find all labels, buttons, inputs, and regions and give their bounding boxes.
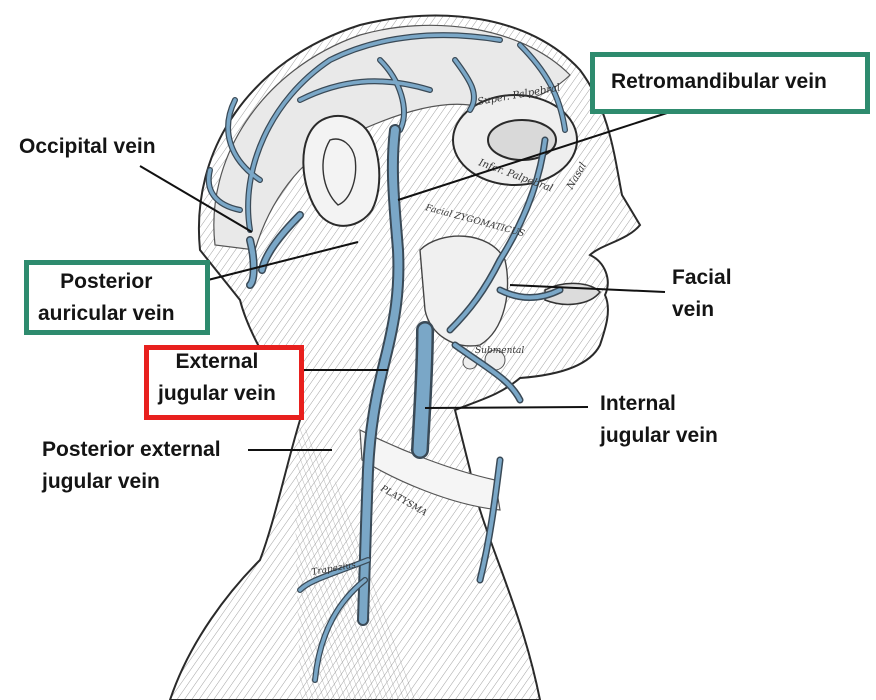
label-posterior-external-jugular-vein: Posterior external jugular vein bbox=[42, 438, 221, 493]
leader-facial bbox=[509, 284, 666, 293]
posterior-auricular-highlight-box bbox=[24, 260, 210, 335]
leader-lines bbox=[139, 111, 671, 451]
label-occipital-vein: Occipital vein bbox=[19, 135, 156, 158]
label-posterior-auricular-vein: Posterior auricular vein bbox=[38, 270, 175, 325]
masseter bbox=[419, 235, 509, 347]
label-retromandibular-vein: Retromandibular vein bbox=[611, 70, 827, 93]
platysma bbox=[359, 428, 501, 511]
vein-network bbox=[205, 32, 568, 683]
ear bbox=[302, 114, 381, 227]
leader-retromandibular bbox=[397, 111, 671, 201]
label-facial-vein: Facial vein bbox=[672, 266, 732, 321]
leader-occipital bbox=[139, 165, 253, 233]
head-silhouette bbox=[168, 14, 642, 700]
label-internal-jugular-vein: Internal jugular vein bbox=[600, 392, 718, 447]
engraving-submental: Submental bbox=[475, 346, 524, 356]
label-external-jugular-vein: External jugular vein bbox=[158, 350, 276, 405]
retromandibular-highlight-box bbox=[590, 52, 870, 114]
ear-inner bbox=[322, 138, 357, 206]
leader-internal-jugular bbox=[424, 406, 589, 409]
leader-posterior-auricular bbox=[199, 241, 359, 283]
external-jugular-highlight-box bbox=[144, 345, 304, 420]
